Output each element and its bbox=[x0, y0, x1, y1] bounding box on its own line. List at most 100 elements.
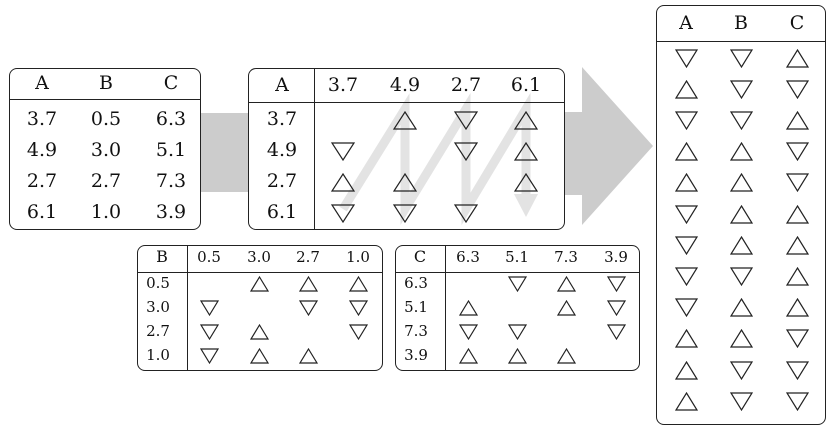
arrow-matrix-to-result bbox=[562, 67, 653, 225]
up-triangle-icon bbox=[729, 204, 753, 224]
up-triangle-icon bbox=[785, 110, 809, 130]
matrix-corner-label: A bbox=[275, 73, 289, 96]
up-triangle-icon bbox=[513, 110, 539, 130]
row-label-divider bbox=[445, 246, 446, 370]
down-triangle-icon bbox=[392, 203, 418, 223]
column-label: 5.1 bbox=[505, 247, 529, 266]
down-triangle-icon bbox=[348, 300, 368, 317]
down-triangle-icon bbox=[674, 298, 698, 318]
header-divider bbox=[396, 272, 640, 273]
down-triangle-icon bbox=[674, 111, 698, 131]
row-label: 3.7 bbox=[266, 107, 298, 130]
up-triangle-icon bbox=[298, 275, 318, 292]
up-triangle-icon bbox=[674, 173, 698, 192]
table-cell: 2.7 bbox=[90, 169, 122, 192]
down-triangle-icon bbox=[674, 48, 698, 68]
table-cell: 7.3 bbox=[155, 169, 187, 192]
up-triangle-icon bbox=[785, 204, 809, 224]
up-triangle-icon bbox=[249, 347, 269, 364]
down-triangle-icon bbox=[729, 392, 753, 411]
down-triangle-icon bbox=[785, 392, 809, 411]
up-triangle-icon bbox=[556, 299, 576, 316]
row-label-divider bbox=[187, 246, 188, 370]
table-cell: 5.1 bbox=[155, 138, 187, 161]
column-label: 2.7 bbox=[296, 247, 320, 266]
up-triangle-icon bbox=[785, 48, 809, 68]
up-triangle-icon bbox=[674, 79, 698, 99]
down-triangle-icon bbox=[674, 204, 698, 224]
down-triangle-icon bbox=[729, 267, 753, 287]
up-triangle-icon bbox=[729, 235, 753, 255]
column-label: 3.0 bbox=[247, 247, 271, 266]
column-header-a: A bbox=[35, 71, 49, 94]
down-triangle-icon bbox=[298, 300, 318, 317]
table-cell: 3.0 bbox=[90, 138, 122, 161]
row-label: 6.1 bbox=[266, 200, 298, 223]
up-triangle-icon bbox=[556, 275, 576, 292]
up-triangle-icon bbox=[513, 172, 539, 192]
table-cell: 6.3 bbox=[155, 107, 187, 130]
up-triangle-icon bbox=[507, 347, 527, 364]
table-cell: 0.5 bbox=[90, 107, 122, 130]
row-label: 2.7 bbox=[146, 321, 170, 340]
up-triangle-icon bbox=[785, 266, 809, 286]
column-label: 6.1 bbox=[510, 73, 542, 96]
down-triangle-icon bbox=[199, 348, 219, 365]
arrow-table-to-matrix bbox=[200, 113, 262, 192]
up-triangle-icon bbox=[249, 275, 269, 292]
up-triangle-icon bbox=[674, 391, 698, 411]
header-divider bbox=[249, 102, 564, 103]
up-triangle-icon bbox=[330, 172, 356, 192]
up-triangle-icon bbox=[729, 297, 753, 317]
column-label: 1.0 bbox=[346, 247, 370, 266]
down-triangle-icon bbox=[507, 276, 527, 293]
column-label: 7.3 bbox=[554, 247, 578, 266]
table-cell: 3.7 bbox=[26, 107, 58, 130]
column-label: 0.5 bbox=[197, 247, 221, 266]
header-divider bbox=[657, 41, 825, 42]
up-triangle-icon bbox=[348, 275, 368, 292]
column-header-b: B bbox=[99, 71, 113, 94]
matrix-corner-label: C bbox=[413, 247, 427, 267]
table-cell: 1.0 bbox=[90, 200, 122, 223]
up-triangle-icon bbox=[458, 299, 478, 316]
row-label: 3.0 bbox=[146, 297, 170, 316]
table-cell: 3.9 bbox=[155, 200, 187, 223]
down-triangle-icon bbox=[785, 142, 809, 162]
row-label: 3.9 bbox=[404, 345, 428, 364]
down-triangle-icon bbox=[606, 324, 626, 341]
down-triangle-icon bbox=[199, 300, 219, 317]
down-triangle-icon bbox=[729, 360, 753, 380]
up-triangle-icon bbox=[674, 141, 698, 161]
up-triangle-icon bbox=[298, 347, 318, 364]
column-label: 2.7 bbox=[450, 73, 482, 96]
down-triangle-icon bbox=[330, 203, 356, 223]
up-triangle-icon bbox=[729, 173, 753, 192]
up-triangle-icon bbox=[556, 347, 576, 364]
table-cell: 4.9 bbox=[26, 138, 58, 161]
down-triangle-icon bbox=[729, 48, 753, 68]
header-divider bbox=[138, 272, 382, 273]
up-triangle-icon bbox=[249, 323, 269, 340]
result-header-b: B bbox=[734, 11, 748, 34]
down-triangle-icon bbox=[348, 324, 368, 341]
down-triangle-icon bbox=[606, 300, 626, 317]
column-label: 3.7 bbox=[327, 73, 359, 96]
up-triangle-icon bbox=[458, 347, 478, 364]
up-triangle-icon bbox=[785, 235, 809, 255]
row-label: 7.3 bbox=[404, 321, 428, 340]
zigzag-path bbox=[339, 92, 531, 226]
column-label: 3.9 bbox=[604, 247, 628, 266]
traversal-zigzag bbox=[339, 92, 538, 226]
table-cell: 2.7 bbox=[26, 169, 58, 192]
row-label: 4.9 bbox=[266, 138, 298, 161]
down-triangle-icon bbox=[199, 324, 219, 341]
down-triangle-icon bbox=[453, 110, 479, 130]
down-triangle-icon bbox=[729, 80, 753, 99]
down-triangle-icon bbox=[458, 324, 478, 341]
down-triangle-icon bbox=[453, 203, 479, 223]
